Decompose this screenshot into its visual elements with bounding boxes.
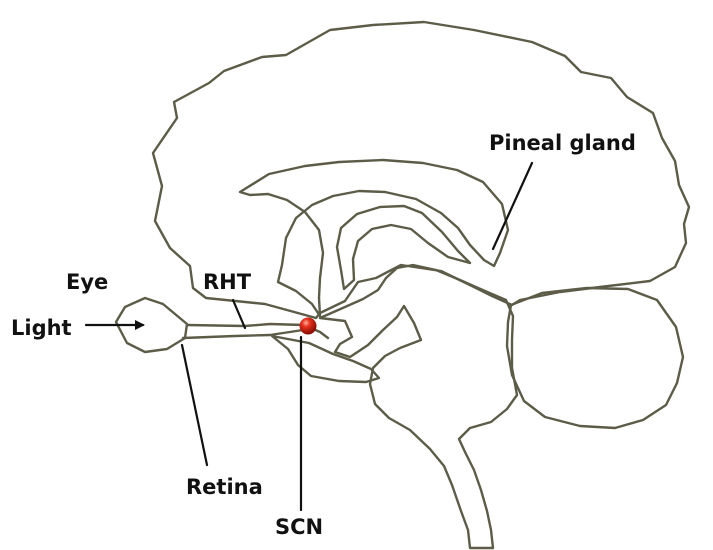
cerebellum-outline [507, 288, 683, 428]
rht-label: RHT [203, 270, 252, 294]
optic-nerve-lower [183, 330, 303, 338]
optic-nerve-upper [187, 324, 304, 326]
light-label: Light [11, 316, 72, 340]
scn-label: SCN [275, 515, 323, 539]
pineal-gland-leader [493, 163, 532, 249]
eye-label: Eye [66, 270, 108, 294]
hypothalamus-outline [272, 336, 379, 382]
scn-marker [300, 318, 317, 335]
pineal-gland-label: Pineal gland [489, 131, 636, 155]
rht-leader [233, 300, 245, 328]
retina-leader [182, 345, 207, 465]
retina-label: Retina [186, 475, 263, 499]
brainstem-outline [320, 265, 517, 548]
